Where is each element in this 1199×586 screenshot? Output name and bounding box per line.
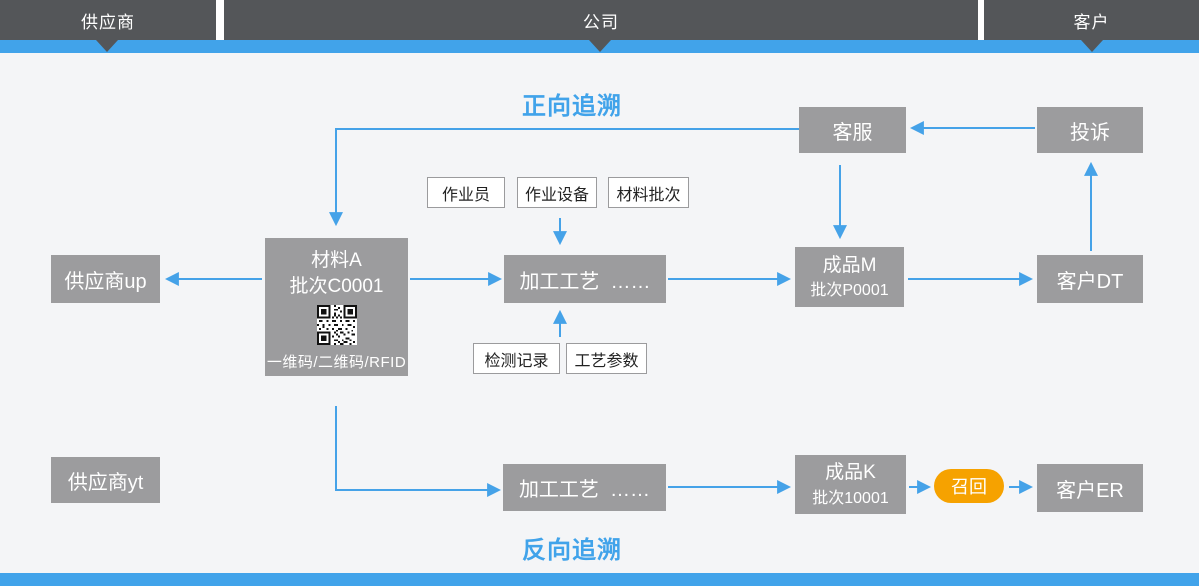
inspection-record-label: 检测记录 xyxy=(484,352,549,370)
material-batch-label: 材料批次 xyxy=(616,186,681,204)
work-equipment-label: 作业设备 xyxy=(524,186,589,204)
forward-trace-title: 正向追溯 xyxy=(522,93,622,120)
node-material-a: 材料A 批次C0001 xyxy=(265,238,408,376)
header-label-company: 公司 xyxy=(583,12,619,32)
material-a-name: 材料A xyxy=(311,250,362,271)
material-a-batch: 批次C0001 xyxy=(289,275,384,297)
header-pointer-supplier-icon xyxy=(96,40,118,52)
material-a-code-caption: 一维码/二维码/RFID xyxy=(266,354,407,372)
node-process-bottom: 加工工艺 …… xyxy=(503,464,666,511)
header-pointer-company-icon xyxy=(589,40,611,52)
bottom-accent-bar xyxy=(0,573,1199,586)
customer-er-label: 客户ER xyxy=(1056,479,1124,502)
process-top-label: 加工工艺 …… xyxy=(519,270,651,293)
node-worker: 作业员 xyxy=(427,177,505,208)
node-customer-service: 客服 xyxy=(799,107,906,153)
product-k-name: 成品K xyxy=(825,462,876,484)
qr-code-image xyxy=(316,305,357,346)
worker-label: 作业员 xyxy=(441,186,490,204)
product-m-name: 成品M xyxy=(822,254,877,276)
product-k-batch: 批次10001 xyxy=(812,489,889,507)
node-work-equipment: 作业设备 xyxy=(517,177,597,208)
customer-dt-label: 客户DT xyxy=(1056,270,1124,293)
node-customer-dt: 客户DT xyxy=(1037,255,1143,303)
supplier-up-label: 供应商up xyxy=(64,270,147,293)
process-bottom-label: 加工工艺 …… xyxy=(518,479,651,501)
product-m-batch: 批次P0001 xyxy=(810,282,889,300)
node-supplier-yt: 供应商yt xyxy=(51,457,160,503)
arrow-material-a-to-process-bottom xyxy=(335,406,502,497)
complaint-label: 投诉 xyxy=(1070,121,1110,144)
node-recall-badge: 召回 xyxy=(934,469,1004,503)
node-process-top: 加工工艺 …… xyxy=(504,255,666,303)
header-label-customer: 客户 xyxy=(1073,12,1110,32)
node-product-k: 成品K 批次10001 xyxy=(795,455,906,514)
backward-trace-title: 反向追溯 xyxy=(522,537,622,564)
node-inspection-record: 检测记录 xyxy=(473,343,560,374)
node-material-batch: 材料批次 xyxy=(608,177,689,208)
header-segment-customer: 客户 xyxy=(984,0,1199,40)
header-label-supplier: 供应商 xyxy=(81,12,135,32)
node-supplier-up: 供应商up xyxy=(51,255,160,303)
customer-service-label: 客服 xyxy=(832,121,873,144)
header-segment-supplier: 供应商 xyxy=(0,0,216,40)
node-process-parameter: 工艺参数 xyxy=(566,343,647,374)
header-segment-company: 公司 xyxy=(224,0,978,40)
supplier-yt-label: 供应商yt xyxy=(67,471,144,494)
recall-label: 召回 xyxy=(951,477,987,497)
process-parameter-label: 工艺参数 xyxy=(574,352,639,370)
node-complaint: 投诉 xyxy=(1037,107,1143,153)
node-product-m: 成品M 批次P0001 xyxy=(795,247,904,307)
node-customer-er: 客户ER xyxy=(1037,464,1143,512)
header-pointer-customer-icon xyxy=(1081,40,1103,52)
